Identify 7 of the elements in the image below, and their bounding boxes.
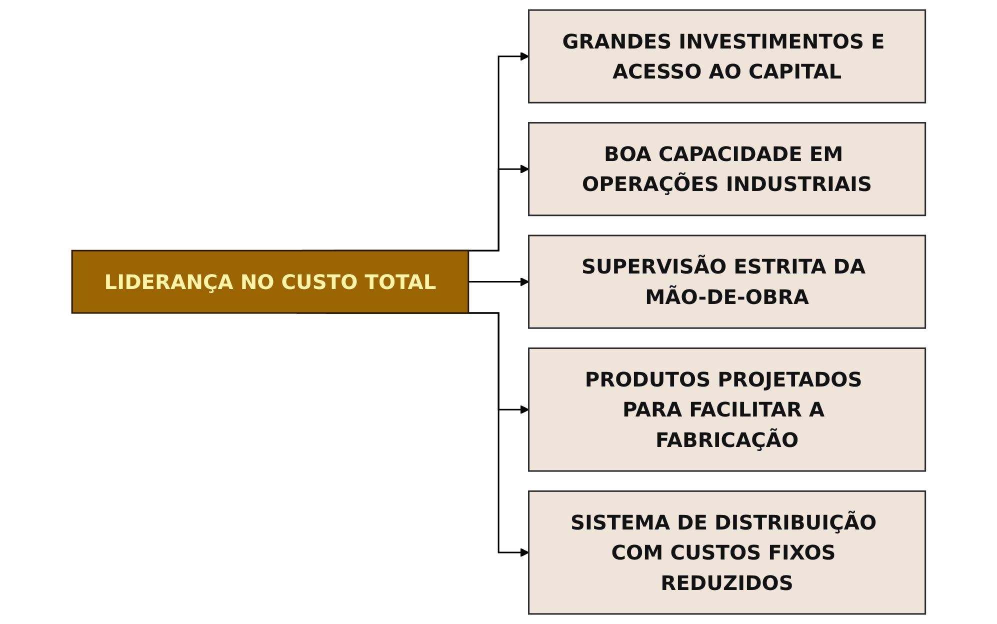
node-box: SISTEMA DE DISTRIBUIÇÃO COM CUSTOS FIXOS REDUZIDOS <box>528 490 926 615</box>
node-box: LIDERANÇA NO CUSTO TOTAL <box>71 250 469 314</box>
arrow <box>468 277 529 286</box>
node-box: SUPERVISÃO ESTRITA DA MÃO-DE-OBRA <box>528 234 926 329</box>
node-box: GRANDES INVESTIMENTOS E ACESSO AO CAPITAL <box>528 9 926 104</box>
node-box: PRODUTOS PROJETADOS PARA FACILITAR A FABRICAÇÃO <box>528 347 926 472</box>
node-box: BOA CAPACIDADE EM OPERAÇÕES INDUSTRIAIS <box>528 122 926 216</box>
